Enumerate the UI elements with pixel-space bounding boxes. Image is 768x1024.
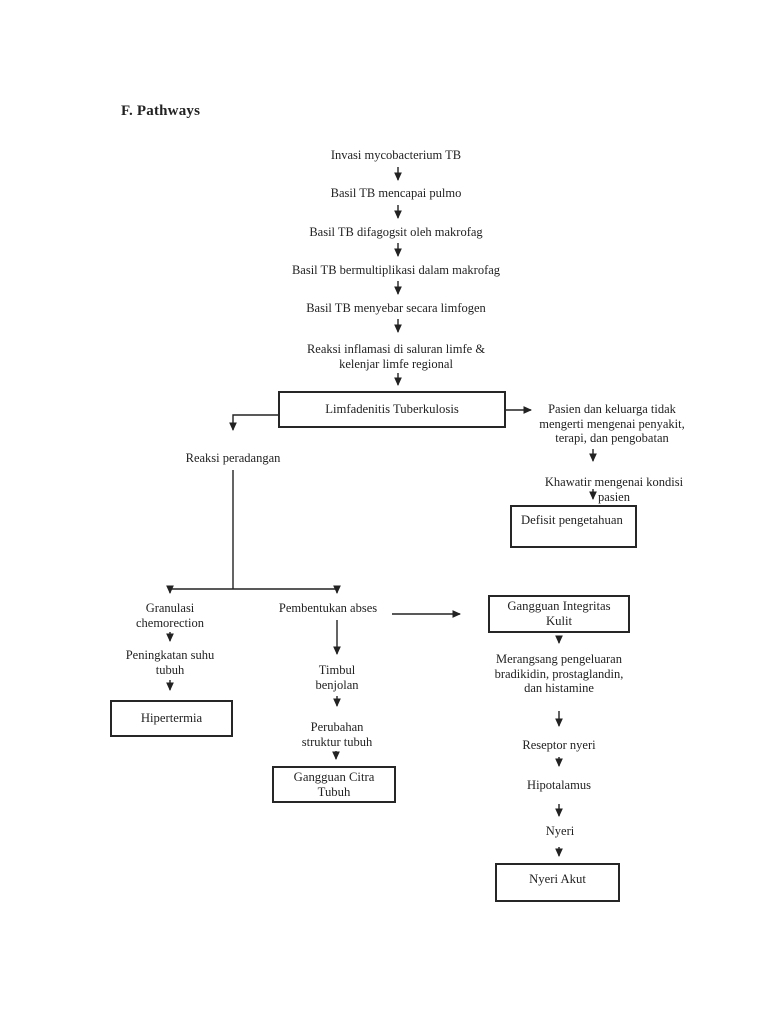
box-gangguan-citra-tubuh: Gangguan Citra Tubuh (272, 766, 396, 803)
node-basil-difagogsit: Basil TB difagogsit oleh makrofag (309, 225, 483, 239)
node-hipotalamus: Hipotalamus (527, 778, 591, 792)
box-hipertermia: Hipertermia (110, 700, 233, 737)
arrow-split-granulasi (166, 585, 233, 595)
node-reaksi-inflamasi: Reaksi inflamasi di saluran limfe & kele… (306, 342, 486, 371)
node-granulasi-chemorection: Granulasi chemorection (135, 601, 205, 630)
node-invasi-mycobacterium: Invasi mycobacterium TB (330, 148, 462, 162)
node-merangsang-pengeluaran: Merangsang pengeluaran bradikidin, prost… (494, 652, 624, 696)
node-reseptor-nyeri: Reseptor nyeri (522, 738, 596, 752)
box-limfadenitis-tuberkulosis: Limfadenitis Tuberkulosis (278, 391, 506, 428)
node-timbul-benjolan: Timbul benjolan (315, 663, 359, 692)
node-reaksi-peradangan: Reaksi peradangan (185, 451, 281, 465)
node-basil-menyebar-limfogen: Basil TB menyebar secara limfogen (306, 301, 486, 315)
node-peningkatan-suhu-tubuh: Peningkatan suhu tubuh (125, 648, 215, 677)
box-gangguan-integritas-kulit: Gangguan Integritas Kulit (488, 595, 630, 633)
arrow-split-abses (233, 585, 341, 595)
node-basil-bermultiplikasi: Basil TB bermultiplikasi dalam makrofag (291, 263, 501, 277)
arrow-limfadenitis-peradangan (229, 414, 278, 432)
node-pembentukan-abses: Pembentukan abses (278, 601, 378, 615)
box-nyeri-akut: Nyeri Akut (495, 863, 620, 902)
box-defisit-pengetahuan: Defisit pengetahuan (510, 505, 637, 548)
node-nyeri: Nyeri (545, 824, 575, 838)
node-khawatir-kondisi-pasien: Khawatir mengenai kondisi pasien (544, 475, 684, 504)
page-title: F. Pathways (121, 103, 201, 119)
node-pasien-keluarga-tidak-mengerti: Pasien dan keluarga tidak mengerti menge… (539, 402, 685, 446)
node-basil-mencapai-pulmo: Basil TB mencapai pulmo (330, 186, 462, 200)
node-perubahan-struktur-tubuh: Perubahan struktur tubuh (301, 720, 373, 749)
